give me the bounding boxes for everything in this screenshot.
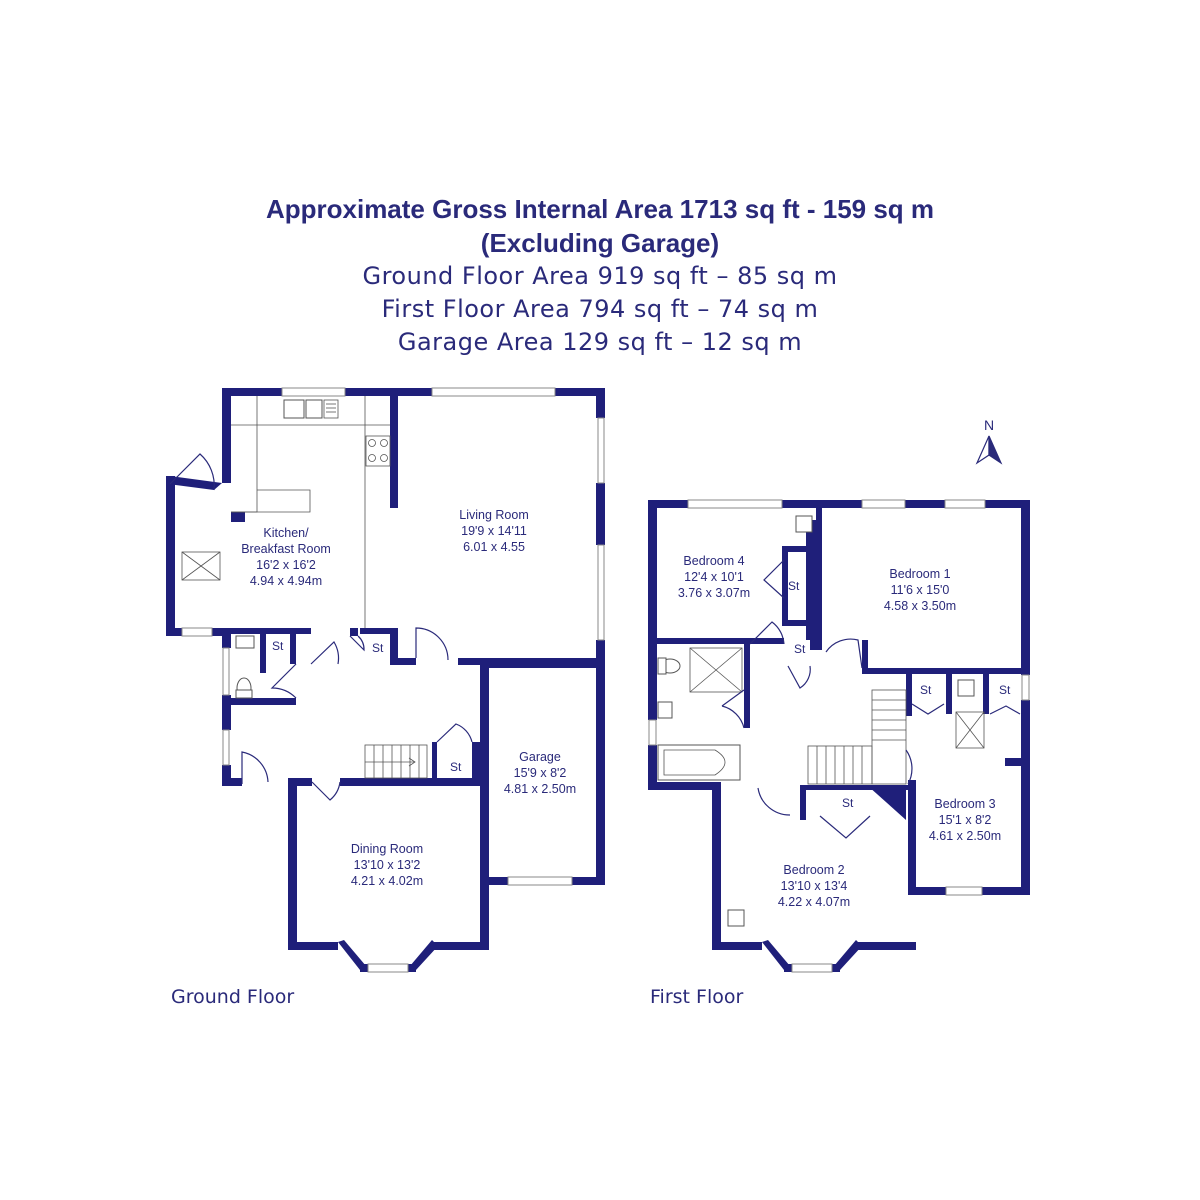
first-store-5-label: St: [842, 796, 854, 810]
svg-text:Garage: Garage: [519, 750, 561, 764]
svg-text:15'1 x 8'2: 15'1 x 8'2: [939, 813, 992, 827]
room-living: Living Room 19'9 x 14'11 6.01 x 4.55: [459, 508, 528, 554]
first-floor-stairs: [807, 689, 913, 785]
ground-floor-label: Ground Floor: [171, 986, 295, 1008]
svg-text:13'10 x 13'2: 13'10 x 13'2: [354, 858, 421, 872]
svg-text:16'2 x 16'2: 16'2 x 16'2: [256, 558, 316, 572]
first-floor-label: First Floor: [650, 986, 744, 1008]
svg-text:4.94 x 4.94m: 4.94 x 4.94m: [250, 574, 322, 588]
first-store-1-label: St: [788, 579, 800, 593]
north-arrow-icon: N: [975, 417, 1003, 465]
first-store-4-label: St: [999, 683, 1011, 697]
room-garage: Garage 15'9 x 8'2 4.81 x 2.50m: [504, 750, 576, 796]
room-kitchen: Kitchen/ Breakfast Room 16'2 x 16'2 4.94…: [241, 526, 331, 588]
svg-text:Dining Room: Dining Room: [351, 842, 423, 856]
first-floor-walls: [648, 500, 1030, 972]
ground-floor-stairs: [364, 744, 428, 779]
gross-area-note: (Excluding Garage): [480, 228, 720, 258]
first-floor-plan: St St St St St Bedroom 4 12'4 x 10'1 3.7…: [648, 499, 1030, 973]
svg-text:Bedroom 1: Bedroom 1: [889, 567, 950, 581]
svg-text:Living Room: Living Room: [459, 508, 528, 522]
svg-text:13'10 x 13'4: 13'10 x 13'4: [781, 879, 848, 893]
room-bedroom-2: Bedroom 2 13'10 x 13'4 4.22 x 4.07m: [778, 863, 850, 909]
svg-text:3.76 x 3.07m: 3.76 x 3.07m: [678, 586, 750, 600]
ground-store-2-label: St: [372, 641, 384, 655]
room-bedroom-1: Bedroom 1 11'6 x 15'0 4.58 x 3.50m: [884, 567, 956, 613]
svg-text:Kitchen/: Kitchen/: [263, 526, 309, 540]
first-store-3-label: St: [920, 683, 932, 697]
first-floor-area: First Floor Area 794 sq ft – 74 sq m: [381, 295, 819, 323]
svg-text:6.01 x 4.55: 6.01 x 4.55: [463, 540, 525, 554]
first-store-2-label: St: [794, 642, 806, 656]
ground-store-3-label: St: [450, 760, 462, 774]
bathroom-fixtures: [657, 515, 975, 927]
svg-text:Bedroom 2: Bedroom 2: [783, 863, 844, 877]
area-summary: Approximate Gross Internal Area 1713 sq …: [0, 192, 1200, 359]
svg-text:4.22 x 4.07m: 4.22 x 4.07m: [778, 895, 850, 909]
svg-text:4.81 x 2.50m: 4.81 x 2.50m: [504, 782, 576, 796]
svg-text:Bedroom 4: Bedroom 4: [683, 554, 744, 568]
ground-floor-walls: [166, 388, 605, 972]
room-bedroom-4: Bedroom 4 12'4 x 10'1 3.76 x 3.07m: [678, 554, 750, 600]
svg-text:Breakfast Room: Breakfast Room: [241, 542, 331, 556]
room-bedroom-3: Bedroom 3 15'1 x 8'2 4.61 x 2.50m: [929, 797, 1001, 843]
ground-floor-plan: St St St Kitchen/ Breakfast Room 16'2 x …: [166, 387, 605, 973]
svg-text:12'4 x 10'1: 12'4 x 10'1: [684, 570, 744, 584]
svg-text:Bedroom 3: Bedroom 3: [934, 797, 995, 811]
svg-text:4.21 x 4.02m: 4.21 x 4.02m: [351, 874, 423, 888]
ground-floor-area: Ground Floor Area 919 sq ft – 85 sq m: [362, 262, 838, 290]
svg-text:19'9 x 14'11: 19'9 x 14'11: [461, 524, 527, 538]
kitchen-worktop: [231, 396, 391, 628]
svg-text:4.61 x 2.50m: 4.61 x 2.50m: [929, 829, 1001, 843]
svg-text:15'9 x 8'2: 15'9 x 8'2: [514, 766, 567, 780]
garage-area: Garage Area 129 sq ft – 12 sq m: [397, 328, 803, 356]
ground-store-1-label: St: [272, 639, 284, 653]
svg-text:4.58 x 3.50m: 4.58 x 3.50m: [884, 599, 956, 613]
room-dining: Dining Room 13'10 x 13'2 4.21 x 4.02m: [351, 842, 423, 888]
compass-label: N: [984, 417, 994, 433]
svg-text:11'6 x 15'0: 11'6 x 15'0: [891, 583, 950, 597]
gross-area-title: Approximate Gross Internal Area 1713 sq …: [265, 194, 935, 224]
